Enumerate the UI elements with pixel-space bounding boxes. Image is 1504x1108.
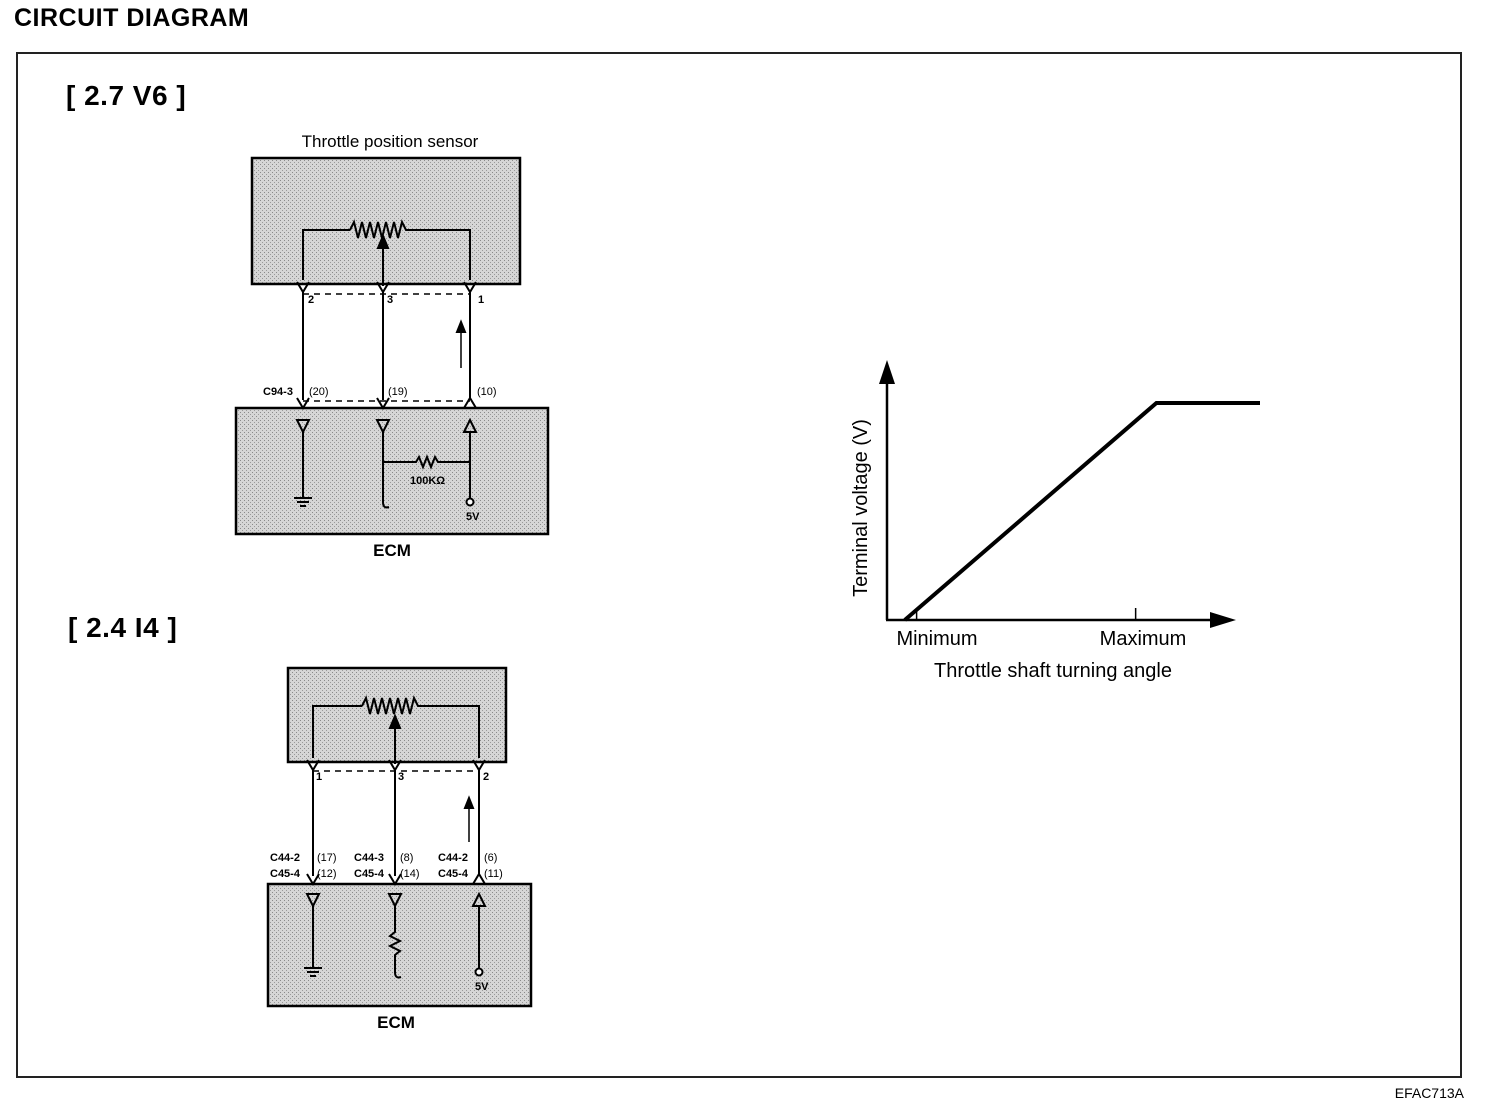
i4-current-arrow-icon [463, 795, 475, 809]
i4-ecm-pin-chevron-icon [388, 873, 402, 886]
i4-ecm-pin-chevron-icon [306, 873, 320, 886]
i4-connector-right-bottom: C45-4 [438, 868, 469, 880]
v6-wiper-arrow-icon [376, 233, 390, 249]
v6-connector-label: C94-3 [263, 386, 293, 398]
v6-pin-left: 2 [308, 294, 314, 306]
v6-ecm-input-triangle-icon [375, 419, 391, 435]
v6-ecm-pin-chevron-icon [296, 397, 310, 410]
v6-pin-middle: 3 [387, 294, 393, 306]
v6-ecm-pin-chevron-icon [463, 396, 477, 409]
i4-pin-left: 1 [316, 771, 322, 783]
page-title: CIRCUIT DIAGRAM [14, 4, 250, 32]
i4-terminal-left-bottom: (12) [317, 868, 337, 880]
i4-connector-right-top: C44-2 [438, 852, 468, 864]
i4-signal-resistor [387, 906, 403, 972]
i4-signal-input-hook-icon [394, 971, 402, 979]
chart-x-tick-label: Maximum [1100, 628, 1187, 650]
i4-connector-middle-bottom: C45-4 [354, 868, 385, 880]
v6-circuit: Throttle position sensor 2 3 1 C94-3 (20… [234, 132, 550, 560]
i4-sensor-wire-right [422, 705, 480, 758]
v6-sensor-box [250, 156, 522, 286]
v6-resistor-label: 100KΩ [410, 475, 445, 487]
i4-supply-terminal-icon [474, 967, 484, 977]
chart-x-tick-label: Minimum [896, 628, 977, 650]
i4-terminal-right-top: (6) [484, 852, 497, 864]
v6-signal-input-hook-icon [382, 501, 390, 509]
v6-ecm-input-triangle-icon [295, 419, 311, 435]
v6-sensor-wire-right [410, 229, 471, 280]
chart-x-axis-arrow-icon [1210, 612, 1236, 628]
i4-terminal-right-bottom: (11) [484, 868, 503, 880]
i4-wiper-arrow-icon [388, 713, 402, 729]
v6-sensor-wire-left [302, 229, 350, 280]
i4-pin-right: 2 [483, 771, 489, 783]
chart-y-label: Terminal voltage (V) [850, 419, 872, 597]
section-title-i4: [ 2.4 I4 ] [68, 612, 178, 643]
i4-ecm-box [266, 882, 533, 1008]
i4-sensor-box [286, 666, 508, 764]
v6-sensor-label: Throttle position sensor [302, 132, 479, 151]
i4-ecm-label: ECM [377, 1013, 415, 1032]
v6-supply-label: 5V [466, 511, 480, 523]
i4-connector-left-top: C44-2 [270, 852, 300, 864]
v6-sensor-resistor [349, 219, 410, 239]
v6-current-arrow-icon [455, 319, 467, 333]
figure-code: EFAC713A [1394, 1085, 1464, 1101]
i4-terminal-left-top: (17) [317, 852, 337, 864]
i4-pin-middle: 3 [398, 771, 404, 783]
i4-circuit: 1 3 2 C44-2 (17) C45-4 (12) C44-3 (8) C4… [266, 666, 533, 1032]
v6-ecm-box [234, 406, 550, 536]
v6-pin-right: 1 [478, 294, 484, 306]
v6-ecm-pin-chevron-icon [376, 397, 390, 410]
i4-ecm-input-triangle-icon [387, 893, 403, 909]
i4-connector-middle-top: C44-3 [354, 852, 384, 864]
i4-sensor-resistor [361, 695, 422, 715]
v6-terminal-right: (10) [477, 386, 497, 398]
i4-terminal-middle-top: (8) [400, 852, 413, 864]
voltage-chart: Minimum Maximum Throttle shaft turning an… [850, 360, 1260, 682]
v6-pullup-resistor [383, 454, 470, 470]
i4-sensor-wire-left [312, 705, 362, 758]
v6-terminal-middle: (19) [388, 386, 408, 398]
i4-supply-label: 5V [475, 981, 489, 993]
i4-connector-left-bottom: C45-4 [270, 868, 301, 880]
v6-ecm-label: ECM [373, 541, 411, 560]
i4-ecm-pin-chevron-icon [472, 872, 486, 885]
i4-terminal-middle-bottom: (14) [400, 868, 420, 880]
v6-terminal-left: (20) [309, 386, 329, 398]
chart-x-label: Throttle shaft turning angle [934, 660, 1172, 682]
chart-series-line [903, 401, 1260, 622]
i4-ecm-input-triangle-icon [305, 893, 321, 909]
chart-y-axis-arrow-icon [879, 360, 895, 384]
v6-supply-terminal-icon [465, 497, 475, 507]
section-title-v6: [ 2.7 V6 ] [66, 80, 187, 111]
diagram-frame [16, 52, 1462, 1078]
